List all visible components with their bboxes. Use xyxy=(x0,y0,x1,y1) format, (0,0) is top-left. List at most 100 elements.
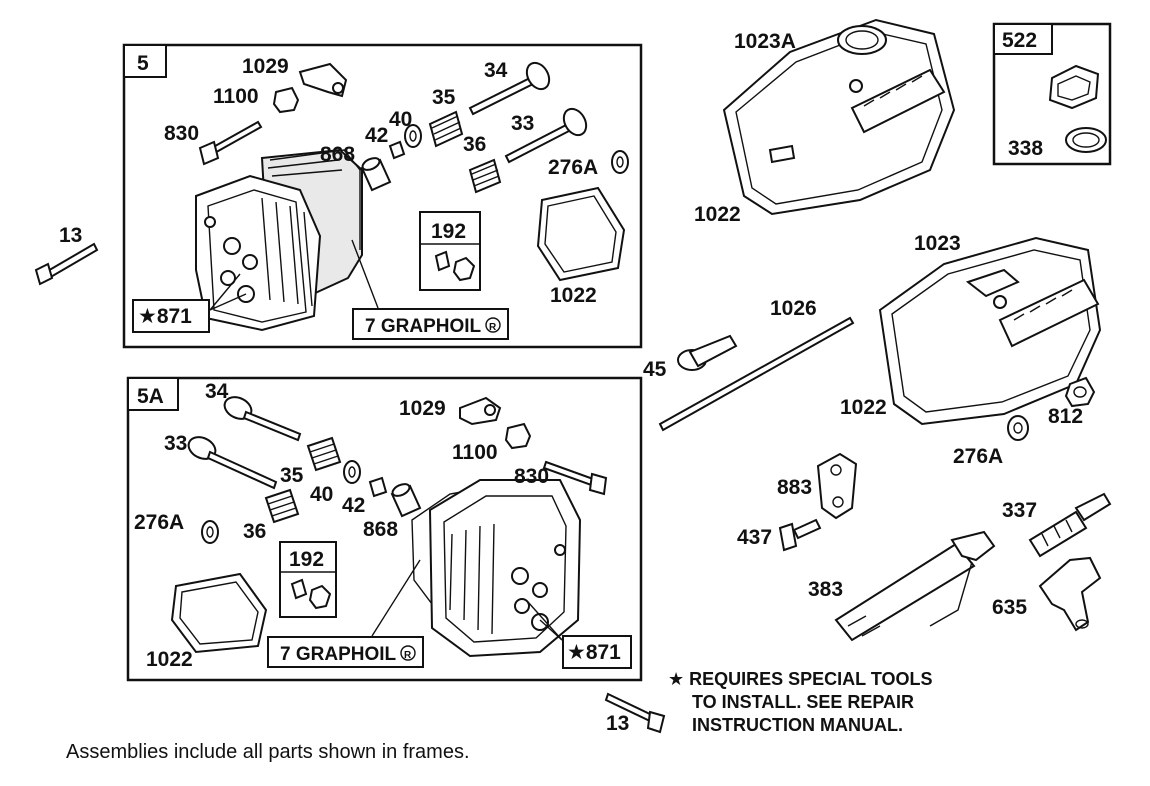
callout-337: 337 xyxy=(1002,499,1037,522)
kit-192-top-label: 192 xyxy=(431,220,466,243)
washer-276A-right xyxy=(1007,415,1029,441)
valve-keeper-42-top xyxy=(388,140,406,160)
callout-36-top: 36 xyxy=(463,133,486,156)
spark-plug-337 xyxy=(1028,492,1112,558)
valve-spring-35-bottom xyxy=(306,436,342,472)
valve-seal-868-bottom xyxy=(390,483,422,518)
callout-40-top: 40 xyxy=(389,108,412,131)
valve-spring-36-top xyxy=(468,158,502,194)
callout-1022-top: 1022 xyxy=(550,284,597,307)
screw-437 xyxy=(778,518,822,552)
valve-keeper-42-bottom xyxy=(368,476,388,498)
callout-35-bottom: 35 xyxy=(280,464,304,487)
valve-seal-868-top xyxy=(360,157,392,192)
callout-635: 635 xyxy=(992,596,1027,619)
frame-assembly-5 xyxy=(122,43,643,349)
callout-13-bottom: 13 xyxy=(606,712,629,735)
callout-33-bottom: 33 xyxy=(164,432,187,455)
guide-plate-1100-top xyxy=(272,86,300,114)
valve-spring-36-bottom xyxy=(264,488,300,524)
intake-valve-33-top xyxy=(504,107,588,164)
valve-cover-1023A xyxy=(722,18,956,216)
special-tools-notice-line3: INSTRUCTION MANUAL. xyxy=(692,715,903,735)
frame-5-label-box xyxy=(123,44,167,78)
special-tool-871-bottom: ★871 xyxy=(567,641,621,664)
spark-plug-boot-635 xyxy=(1038,556,1102,632)
callout-338: 338 xyxy=(1008,137,1043,160)
valve-cover-1023 xyxy=(878,236,1102,426)
bolt-830-bottom xyxy=(542,460,608,496)
washer-276A-bottom xyxy=(201,520,219,544)
cylinder-head-bottom xyxy=(428,479,582,658)
rocker-arm-1029-bottom xyxy=(459,396,502,426)
callout-33-top: 33 xyxy=(511,112,534,135)
sealant-label-top: 7 GRAPHOIL xyxy=(365,316,482,337)
intake-valve-33-bottom xyxy=(187,436,278,490)
callout-34-bottom: 34 xyxy=(205,380,229,403)
callout-1022-right-upper: 1022 xyxy=(694,203,741,226)
guide-plate-1100-bottom xyxy=(504,422,532,450)
callout-276A-right: 276A xyxy=(953,445,1003,468)
nut-icon-bottom xyxy=(308,584,332,610)
registered-mark-icon xyxy=(485,317,501,333)
bolt-830-top xyxy=(198,120,263,166)
callout-1029-bottom: 1029 xyxy=(399,397,446,420)
callout-42-top: 42 xyxy=(365,124,388,147)
callout-40-bottom: 40 xyxy=(310,483,333,506)
spring-washer-40-bottom xyxy=(343,460,361,484)
gasket-top-outline xyxy=(269,149,361,250)
ignition-armature-383 xyxy=(834,530,996,642)
frame-5a-label: 5A xyxy=(137,385,164,408)
cylinder-head-top xyxy=(195,148,363,332)
sealant-box-bottom xyxy=(267,636,424,668)
rocker-arm-1029-top xyxy=(298,62,348,98)
valve-spring-35-top xyxy=(428,110,464,148)
breather-812 xyxy=(1064,376,1096,408)
frame-522-label-box xyxy=(993,23,1053,55)
sealant-label-bottom: 7 GRAPHOIL xyxy=(280,644,397,665)
setscrew-icon xyxy=(434,250,451,272)
callout-883: 883 xyxy=(777,476,812,499)
callout-1022-bottom: 1022 xyxy=(146,648,193,671)
bolt-13-left xyxy=(34,242,99,286)
nut-icon xyxy=(452,256,476,282)
push-rod-1026 xyxy=(658,316,855,432)
callout-1022-right-lower: 1022 xyxy=(840,396,887,419)
frame-522-label: 522 xyxy=(1002,29,1037,52)
frame-5a-label-box xyxy=(127,377,179,411)
kit-192-bottom-label: 192 xyxy=(289,548,324,571)
callout-1100-bottom: 1100 xyxy=(452,441,498,464)
registered-mark-icon-bottom xyxy=(400,645,416,661)
special-tool-871-top: ★871 xyxy=(138,305,192,328)
callout-437: 437 xyxy=(737,526,772,549)
callout-868-top: 868 xyxy=(320,143,355,166)
o-ring-338 xyxy=(1065,127,1107,153)
callout-1100-top: 1100 xyxy=(213,85,259,108)
callout-35-top: 35 xyxy=(432,86,456,109)
spring-washer-40-top xyxy=(404,124,422,148)
callout-830-top: 830 xyxy=(164,122,199,145)
callout-34-top: 34 xyxy=(484,59,508,82)
callout-1023: 1023 xyxy=(914,232,961,255)
cover-gasket-1022-top xyxy=(536,186,626,282)
bolt-13-bottom xyxy=(604,692,666,734)
callout-36-bottom: 36 xyxy=(243,520,266,543)
frame-5-label: 5 xyxy=(137,52,149,75)
exhaust-valve-34-bottom xyxy=(223,396,302,442)
callout-1026: 1026 xyxy=(770,297,817,320)
callout-868-bottom: 868 xyxy=(363,518,398,541)
frame-assembly-5a xyxy=(126,376,643,682)
exhaust-valve-34-top xyxy=(468,61,551,116)
callout-276A-bottom: 276A xyxy=(134,511,184,534)
special-tool-box-871-top xyxy=(132,299,210,333)
lifter-45 xyxy=(677,334,738,371)
washer-276A-top xyxy=(611,150,629,174)
sealant-box-top xyxy=(352,308,509,340)
callout-1023A: 1023A xyxy=(734,30,796,53)
special-tools-notice-line2: TO INSTALL. SEE REPAIR xyxy=(692,692,914,712)
cover-gasket-1022-bottom xyxy=(170,572,268,654)
oil-fill-cap-icon xyxy=(1048,64,1100,110)
registered-mark-top: R xyxy=(489,322,497,333)
